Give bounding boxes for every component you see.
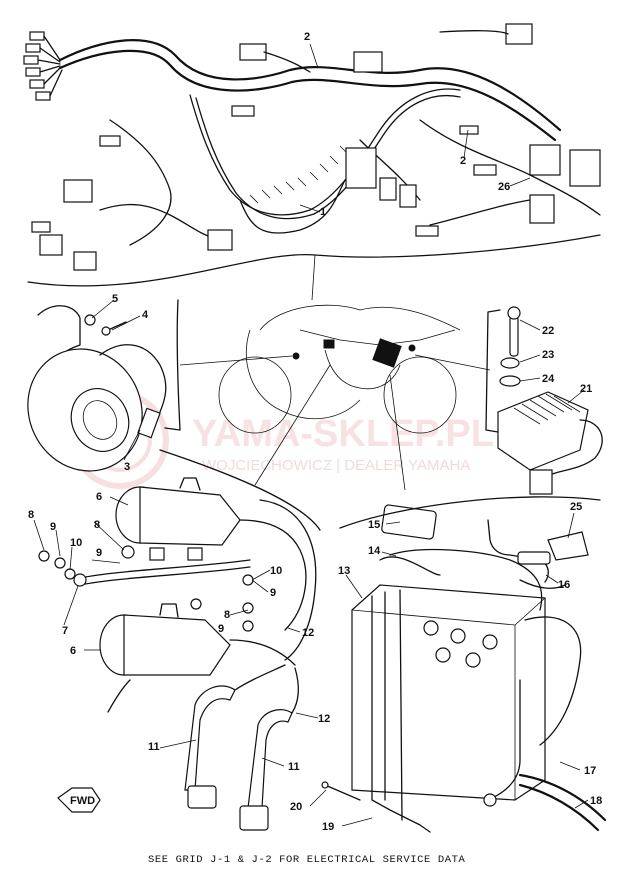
callout-22: 22 [542,325,554,337]
callout-9d: 9 [218,623,224,635]
watermark: YAMA-SKLEP.PL WOJCIECHOWICZ | DEALER YAM… [71,391,494,489]
callout-24: 24 [542,373,555,385]
watermark-title: YAMA-SKLEP.PL [192,413,494,455]
callout-6a: 6 [96,491,102,503]
pointer-lines [179,254,491,491]
callout-13: 13 [338,565,350,577]
callout-26: 26 [498,181,510,193]
horn-assembly [27,305,167,472]
callout-2b: 2 [460,155,466,167]
connector-bundle-left [23,31,63,101]
connector-right-group [231,105,601,237]
callout-6b: 6 [70,645,76,657]
callout-16: 16 [558,579,570,591]
callout-2a: 2 [304,31,310,43]
fwd-label: FWD [70,795,95,807]
callout-17: 17 [584,765,596,777]
callout-25: 25 [570,501,582,513]
ignition-coil-upper [115,477,317,661]
callout-7: 7 [62,625,68,637]
callout-9b: 9 [96,547,102,559]
callout-leaders [33,43,589,827]
battery-assembly [321,504,607,833]
ignition-coil-lower [99,603,296,713]
plug-caps [184,664,300,831]
connector-left-mid [31,135,233,271]
callout-8c: 8 [224,609,230,621]
callout-numbers: 1 2 2 3 4 5 6 6 7 8 8 8 9 9 9 9 10 10 11… [28,31,602,833]
bracket-battery [339,496,601,529]
callout-23: 23 [542,349,554,361]
callout-8a: 8 [28,509,34,521]
callout-3: 3 [124,461,130,473]
callout-11a: 11 [148,741,160,753]
callout-12b: 12 [318,713,330,725]
bracket-left [164,299,181,431]
callout-19: 19 [322,821,334,833]
callout-1: 1 [320,206,326,218]
callout-12a: 12 [302,627,314,639]
fwd-arrow: FWD [57,787,101,813]
wire-harness [23,23,601,287]
callout-18: 18 [590,795,602,807]
watermark-subtitle: WOJCIECHOWICZ | DEALER YAMAHA [202,457,470,474]
bracket-coils [159,449,321,531]
callout-9a: 9 [50,521,56,533]
callout-14: 14 [368,545,381,557]
callout-4: 4 [142,309,149,321]
bike-silhouette [218,304,461,434]
bracket-right [485,309,501,433]
callout-10a: 10 [70,537,82,549]
callout-21: 21 [580,383,592,395]
callout-20: 20 [290,801,302,813]
callout-9c: 9 [270,587,276,599]
callout-5: 5 [112,293,118,305]
callout-8b: 8 [94,519,100,531]
connector-top-small [239,23,533,73]
regulator-assembly [497,306,603,495]
footer-note: SEE GRID J-1 & J-2 FOR ELECTRICAL SERVIC… [148,854,466,866]
callout-15: 15 [368,519,380,531]
callout-10b: 10 [270,565,282,577]
callout-11b: 11 [288,761,300,773]
coil-bracket [38,545,254,632]
